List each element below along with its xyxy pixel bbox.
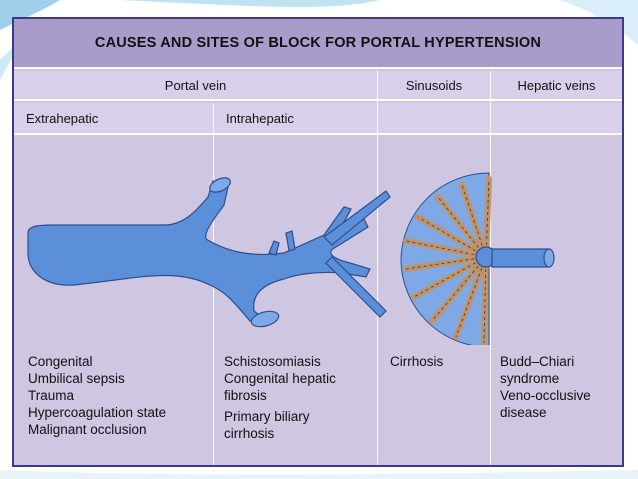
cause-item: Umbilical sepsis bbox=[28, 371, 125, 386]
small-branch-2 bbox=[285, 230, 296, 252]
subheader-sinusoids-empty bbox=[378, 103, 490, 135]
cause-item: Malignant occlusion bbox=[28, 422, 147, 437]
cause-item: Hypercoagulation state bbox=[28, 405, 167, 420]
branch-to-sinusoid-upper bbox=[323, 190, 391, 246]
intrahepatic-causes: Schistosomiasis Congenital hepatic fibro… bbox=[224, 353, 336, 442]
portal-vein-trunk bbox=[27, 180, 371, 322]
divider-portal-sinusoid bbox=[377, 71, 378, 465]
cause-item: Congenital hepatic bbox=[224, 371, 336, 386]
cause-item: Veno-occlusive bbox=[500, 388, 591, 403]
hepatic-vein-opening bbox=[543, 248, 555, 268]
header-portal-vein: Portal vein bbox=[14, 71, 377, 101]
cause-item: Primary biliary bbox=[224, 409, 310, 424]
sinusoid-fan bbox=[400, 172, 492, 345]
cause-item: Schistosomiasis bbox=[224, 354, 321, 369]
cause-item: Trauma bbox=[28, 388, 75, 403]
cause-item: syndrome bbox=[500, 371, 560, 386]
subheader-extrahepatic: Extrahepatic bbox=[14, 103, 213, 135]
cause-item: Congenital bbox=[28, 354, 93, 369]
figure-title: CAUSES AND SITES OF BLOCK FOR PORTAL HYP… bbox=[14, 19, 622, 69]
branch-to-sinusoid-lower bbox=[325, 256, 387, 318]
header-sinusoids: Sinusoids bbox=[378, 71, 490, 101]
sinusoid-causes: Cirrhosis bbox=[390, 353, 443, 370]
cause-item: cirrhosis bbox=[224, 426, 275, 441]
cause-item: Budd–Chiari bbox=[500, 354, 575, 369]
cause-item: disease bbox=[500, 405, 547, 420]
vascular-diagram bbox=[27, 172, 555, 345]
small-branch-1 bbox=[268, 240, 280, 256]
hepatic-vein-causes: Budd–Chiari syndrome Veno-occlusive dise… bbox=[500, 353, 591, 421]
subheader-hepatic-empty bbox=[491, 103, 622, 135]
cause-item: fibrosis bbox=[224, 388, 267, 403]
vessel-stump-lower bbox=[250, 310, 280, 328]
extrahepatic-causes: Congenital Umbilical sepsis Trauma Hyper… bbox=[28, 353, 166, 438]
vessel-stump-upper bbox=[209, 177, 231, 193]
divider-sinusoid-hepatic bbox=[490, 71, 491, 465]
portal-hypertension-figure: CAUSES AND SITES OF BLOCK FOR PORTAL HYP… bbox=[12, 17, 624, 467]
subheader-intrahepatic: Intrahepatic bbox=[214, 103, 377, 135]
hepatic-vein-outflow bbox=[491, 248, 550, 268]
header-hepatic-veins: Hepatic veins bbox=[491, 71, 622, 101]
cause-item: Cirrhosis bbox=[390, 354, 444, 369]
